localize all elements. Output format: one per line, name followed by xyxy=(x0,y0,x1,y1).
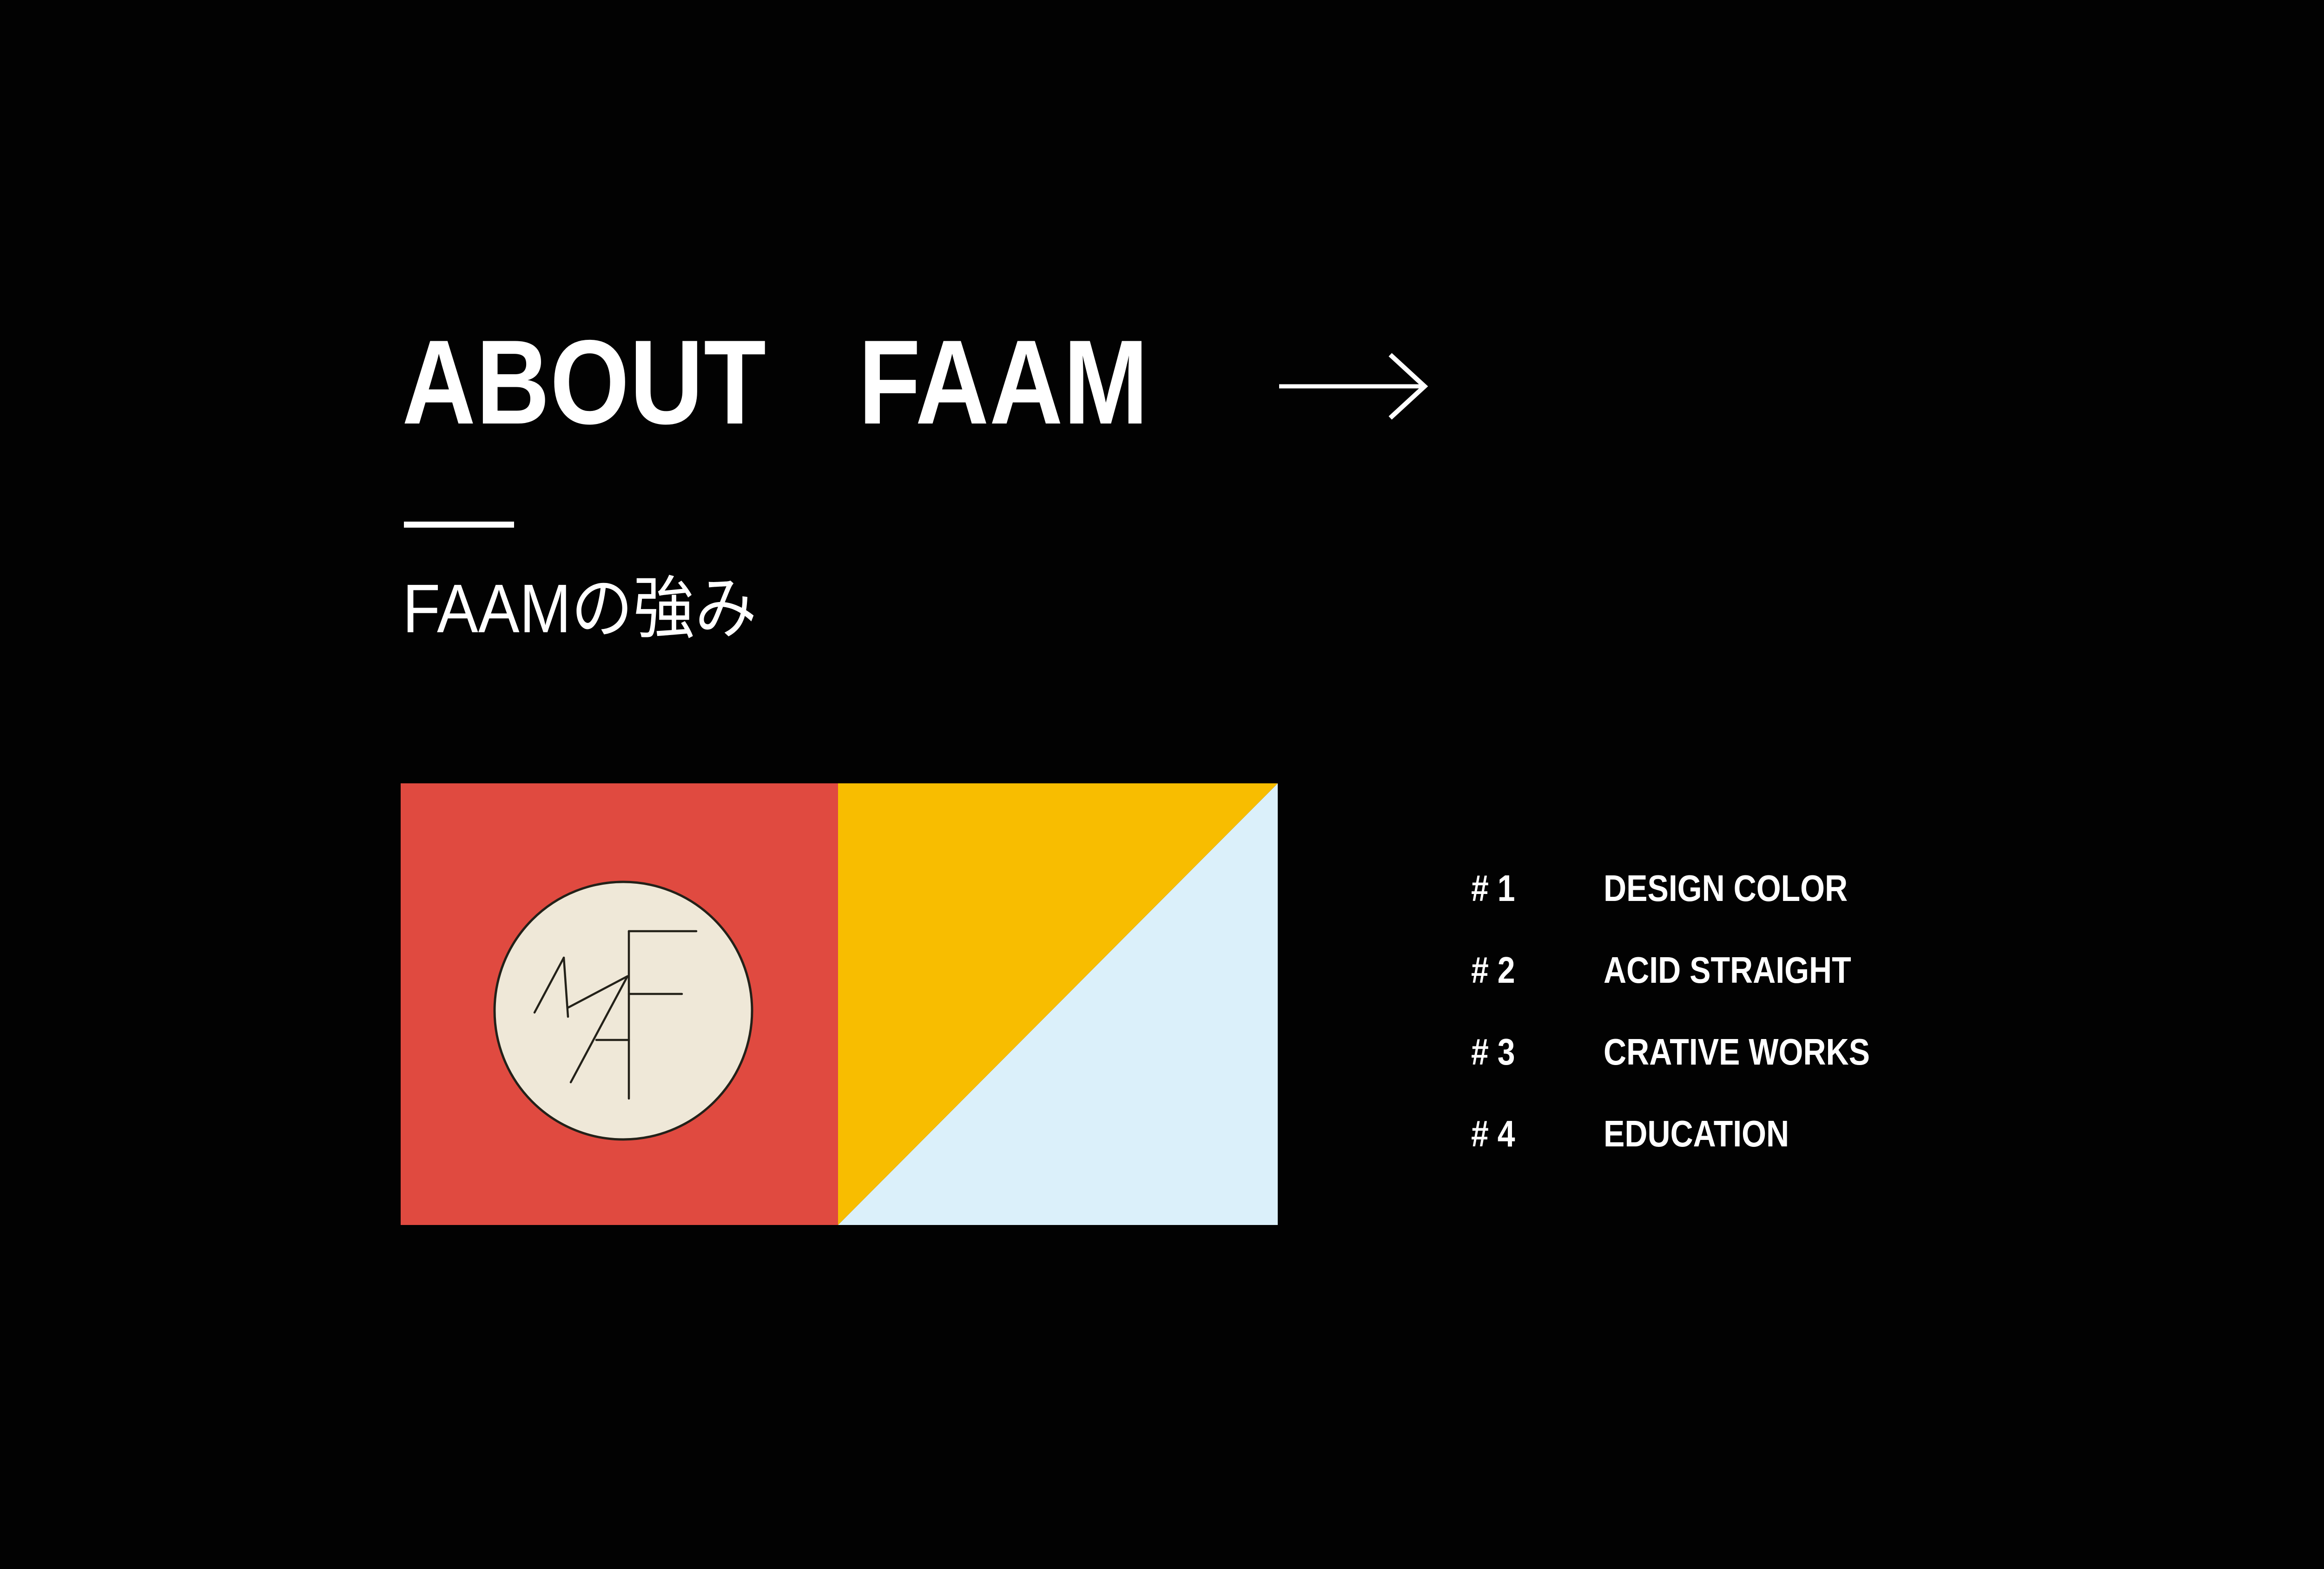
page-subtitle-jp: FAAMの強み xyxy=(403,570,757,647)
title-divider xyxy=(404,522,514,528)
feature-row: # 4 EDUCATION xyxy=(1471,1115,1822,1152)
right-arrow-icon xyxy=(1279,353,1428,420)
feature-row: # 1 DESIGN COLOR xyxy=(1471,870,1891,907)
feature-index: # 3 xyxy=(1471,1031,1515,1072)
feature-index: # 4 xyxy=(1471,1113,1515,1154)
feature-index: # 2 xyxy=(1471,949,1515,991)
feature-label: CRATIVE WORKS xyxy=(1604,1031,1870,1072)
feature-label: EDUCATION xyxy=(1604,1113,1789,1154)
feature-label: ACID STRAIGHT xyxy=(1604,949,1851,991)
feature-row: # 3 CRATIVE WORKS xyxy=(1471,1033,1917,1071)
faam-logo xyxy=(401,783,1278,1225)
page-title: ABOUT FAAM xyxy=(402,315,1149,449)
logo-monogram-icon xyxy=(493,880,753,1141)
logo-red-panel xyxy=(401,783,838,1225)
logo-color-panel xyxy=(838,783,1278,1225)
feature-label: DESIGN COLOR xyxy=(1604,867,1848,909)
feature-index: # 1 xyxy=(1471,867,1515,909)
feature-row: # 2 ACID STRAIGHT xyxy=(1471,952,1895,989)
